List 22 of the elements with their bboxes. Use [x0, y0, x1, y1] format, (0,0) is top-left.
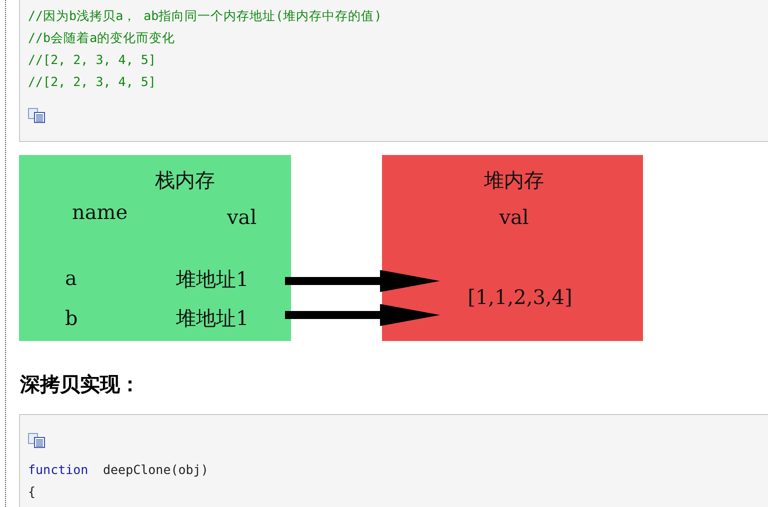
- column-header: name: [72, 200, 128, 224]
- row-label: a: [65, 266, 77, 290]
- code-line: deepClone(obj): [103, 462, 208, 478]
- arrow: [285, 270, 440, 292]
- code-keyword: function: [28, 462, 88, 478]
- code-line: {: [28, 484, 36, 500]
- section-heading: 深拷贝实现：: [20, 371, 140, 398]
- panel-title: 堆内存: [484, 168, 544, 192]
- array-text: [1,1,2,3,4]: [440, 272, 600, 322]
- row-label: b: [65, 306, 78, 330]
- code-comment: //[2, 2, 3, 4, 5]: [28, 52, 156, 68]
- code-comment: //b会随着a的变化而变化: [28, 30, 176, 46]
- panel-title: 栈内存: [155, 168, 215, 192]
- column-header: val: [499, 205, 529, 229]
- column-header: val: [227, 205, 257, 229]
- memory-panel: [19, 155, 291, 341]
- address-text: 堆地址1: [176, 266, 285, 292]
- code-comment: //因为b浅拷贝a， ab指向同一个内存地址(堆内存中存的值): [28, 8, 382, 24]
- address-text: 堆地址1: [176, 305, 285, 331]
- arrow: [285, 304, 440, 326]
- code-comment: //[2, 2, 3, 4, 5]: [28, 74, 156, 90]
- memory-panel: [382, 155, 643, 341]
